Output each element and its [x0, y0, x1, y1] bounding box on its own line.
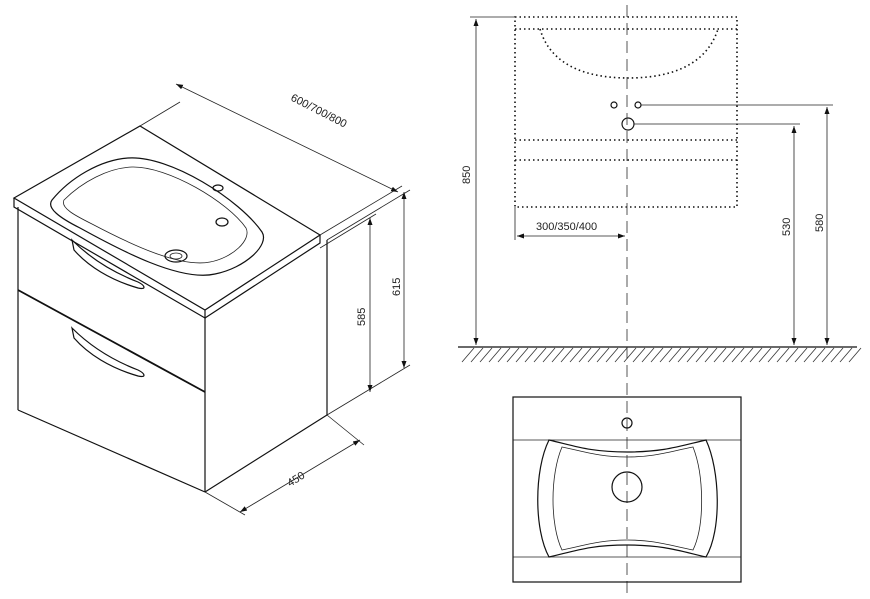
height-ext-top — [326, 189, 411, 241]
body-ext-top — [319, 213, 377, 249]
front-cabinet-outline — [514, 16, 738, 208]
depth-ext-front — [204, 491, 246, 516]
hatch-mark — [839, 347, 853, 363]
hatch-mark — [524, 347, 538, 363]
top-view-bowl-inner — [552, 446, 702, 551]
hatch-mark — [794, 347, 808, 363]
top-view-drain — [611, 471, 643, 503]
basin-top-side-edge — [204, 235, 321, 319]
drain-hole-inner — [169, 252, 183, 260]
hatch-mark — [668, 347, 682, 363]
front-drain-offset-label: 300/350/400 — [536, 221, 597, 233]
hatch-mark — [470, 347, 484, 363]
hatch-mark — [749, 347, 763, 363]
tap-hole — [212, 184, 224, 192]
hatch-mark — [821, 347, 835, 363]
hatch-mark — [488, 347, 502, 363]
basin-bowl-inner — [63, 166, 248, 264]
front-height-total-label: 850 — [461, 166, 473, 184]
hatch-mark — [650, 347, 664, 363]
hatch-mark — [713, 347, 727, 363]
hatch-mark — [515, 347, 529, 363]
hatch-mark — [776, 347, 790, 363]
hatch-mark — [578, 347, 592, 363]
iso-height-total-label: 615 — [391, 278, 403, 296]
drawer-divider — [17, 289, 206, 393]
hatch-mark — [848, 347, 862, 363]
top-view-outline — [512, 396, 742, 583]
upper-drawer-handle — [71, 238, 145, 290]
hatch-mark — [830, 347, 844, 363]
depth-dim-line — [239, 439, 361, 513]
front-basin-bowl — [539, 28, 719, 79]
top-view-bowl-outline — [537, 439, 718, 558]
hatch-mark — [596, 347, 610, 363]
hatch-mark — [632, 347, 646, 363]
basin-top-outline — [12, 125, 322, 311]
cabinet-bottom-front-edge — [17, 409, 206, 493]
hatch-mark — [695, 347, 709, 363]
hatch-mark — [587, 347, 601, 363]
hatch-mark — [479, 347, 493, 363]
height-ext-bottom — [326, 364, 411, 416]
top-view-tap-hole — [621, 417, 633, 429]
hatch-mark — [686, 347, 700, 363]
hatch-mark — [497, 347, 511, 363]
width-ext-left — [139, 101, 181, 127]
floor-hatching — [461, 347, 862, 363]
drain-connection — [621, 117, 635, 131]
hatch-mark — [767, 347, 781, 363]
hatch-mark — [740, 347, 754, 363]
hatch-mark — [803, 347, 817, 363]
iso-height-body-label: 585 — [356, 308, 368, 326]
tap-connection-right — [634, 101, 642, 109]
hatch-mark — [560, 347, 574, 363]
hatch-mark — [623, 347, 637, 363]
cabinet-side-bottom-edge — [204, 414, 328, 493]
front-height-taps-label: 580 — [814, 214, 826, 232]
hatch-mark — [785, 347, 799, 363]
hatch-mark — [569, 347, 583, 363]
hatch-mark — [812, 347, 826, 363]
top-view — [512, 396, 742, 583]
tap-connection-left — [610, 101, 618, 109]
hatch-mark — [704, 347, 718, 363]
hatch-mark — [641, 347, 655, 363]
front-height-drain-label: 530 — [781, 218, 793, 236]
hatch-mark — [731, 347, 745, 363]
overflow-hole — [215, 217, 229, 227]
iso-width-label: 600/700/800 — [289, 92, 349, 130]
hatch-mark — [542, 347, 556, 363]
basin-bowl-outline — [50, 157, 265, 276]
drain-hole — [164, 249, 188, 263]
front-elevation: 850 300/350/400 530 580 — [458, 5, 862, 594]
width-dim-line — [175, 83, 399, 193]
hatch-mark — [722, 347, 736, 363]
hatch-mark — [614, 347, 628, 363]
lower-drawer-handle — [71, 326, 145, 378]
hatch-mark — [758, 347, 772, 363]
hatch-mark — [551, 347, 565, 363]
hatch-mark — [533, 347, 547, 363]
hatch-mark — [659, 347, 673, 363]
width-ext-right — [319, 185, 403, 236]
isometric-view: 600/700/800 615 585 450 — [12, 83, 411, 516]
hatch-mark — [677, 347, 691, 363]
basin-top-front-edge — [13, 198, 206, 320]
hatch-mark — [605, 347, 619, 363]
hatch-mark — [461, 347, 475, 363]
iso-depth-label: 450 — [285, 470, 307, 490]
hatch-mark — [506, 347, 520, 363]
